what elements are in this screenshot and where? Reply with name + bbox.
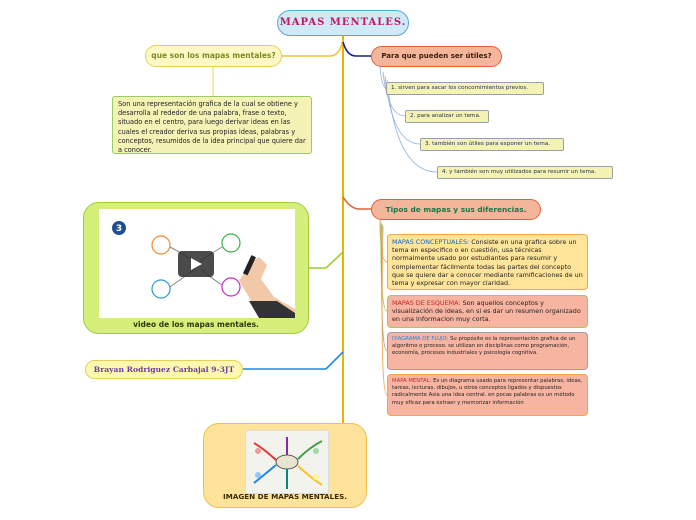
image-node[interactable]: IMAGEN DE MAPAS MENTALES.	[203, 423, 367, 508]
central-topic[interactable]: MAPAS MENTALES.	[277, 10, 409, 36]
number-badge-icon	[112, 221, 126, 235]
mindmap-thumbnail-icon	[245, 430, 329, 494]
use-item[interactable]: 1. sirven para sacar los concomimientos …	[386, 82, 544, 95]
image-caption: IMAGEN DE MAPAS MENTALES.	[222, 492, 348, 501]
branch-uses	[342, 41, 371, 57]
use-item[interactable]: 3. también son útiles para exponer un te…	[420, 138, 564, 151]
type-mind-map[interactable]: MAPA MENTAL: Es un diagrama usado para r…	[387, 374, 588, 416]
branch-video	[309, 251, 344, 269]
uses-node[interactable]: Para que pueden ser útiles?	[371, 46, 502, 67]
use-item[interactable]: 4. y también son muy utilizados para res…	[437, 166, 613, 179]
use-item[interactable]: 2. para analizar un tema.	[405, 110, 489, 123]
play-icon	[191, 258, 202, 270]
branch-question	[282, 39, 344, 57]
type-conceptual-map[interactable]: MAPAS CONCEPTUALES: Consiste en una graf…	[387, 234, 588, 290]
types-node[interactable]: Tipos de mapas y sus diferencias.	[371, 199, 541, 220]
video-thumbnail: 3	[112, 221, 295, 318]
definition-node[interactable]: Son una representación grafica de la cua…	[112, 96, 312, 154]
svg-text:3: 3	[116, 224, 122, 234]
branch-author	[243, 351, 344, 370]
branch-types	[342, 196, 371, 210]
type-flow-diagram[interactable]: DIAGRAMA DE FLUJO: Su propósito es la re…	[387, 332, 588, 370]
author-node[interactable]: Brayan Rodriguez Carbajal 9-3JT	[85, 360, 243, 379]
video-player[interactable]: 3	[99, 209, 295, 318]
question-node[interactable]: que son los mapas mentales?	[145, 45, 282, 67]
video-caption: video de los mapas mentales.	[133, 320, 259, 329]
video-node[interactable]: 3 video de los mapas mentales.	[83, 202, 309, 334]
type-schema-map[interactable]: MAPAS DE ESQUEMA: Son aquellos conceptos…	[387, 295, 588, 328]
